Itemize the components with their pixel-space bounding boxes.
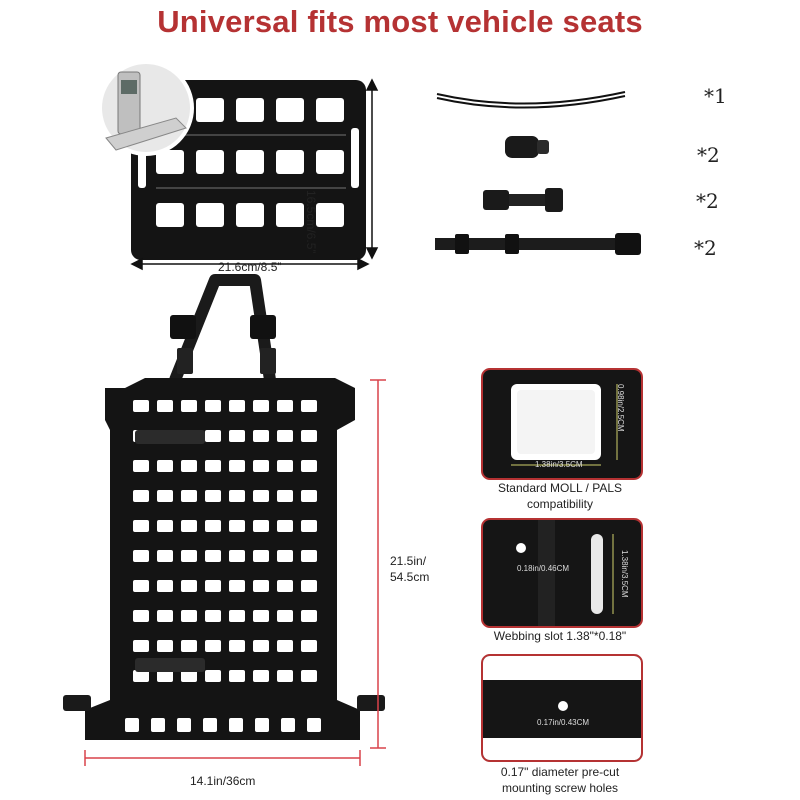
small-panel-height-label: 16.5cm/6.5” xyxy=(304,190,318,254)
large-panel-width-dim xyxy=(84,750,361,766)
molle-height-label: 0.98in/2.5CM xyxy=(616,384,625,432)
accessory-qty-cord-lock: *2 xyxy=(697,143,720,167)
small-panel-width-label: 21.6cm/8.5” xyxy=(218,260,282,274)
caption-screw-hole: 0.17" diameter pre-cut mounting screw ho… xyxy=(500,765,620,795)
bungee-cord-icon xyxy=(436,91,626,109)
adjustable-strap-icon xyxy=(435,233,641,255)
detail-card-molle: 1.38in/3.5CM 0.98in/2.5CM xyxy=(481,368,643,480)
large-panel-height-dim xyxy=(370,379,386,749)
large-panel-height-line2: 54.5cm xyxy=(390,570,430,584)
caption-webbing-slot: Webbing slot 1.38"*0.18" xyxy=(493,629,627,643)
detail-card-screw-hole: 0.17in/0.43CM xyxy=(481,654,643,762)
webbing-slot-width-label: 0.18in/0.46CM xyxy=(517,564,570,573)
large-panel-slots xyxy=(125,400,321,732)
detail-card-webbing-slot: 0.18in/0.46CM 1.38in/3.5CM xyxy=(481,518,643,628)
buckle-strap-icon xyxy=(483,188,563,212)
small-panel-figure xyxy=(98,60,379,271)
large-panel-height-line1: 21.5in/ xyxy=(390,554,427,568)
caption-molle: Standard MOLL / PALS compatibility xyxy=(497,481,623,511)
accessory-qty-buckle: *2 xyxy=(696,189,719,213)
mounting-hole-label: 0.17in/0.43CM xyxy=(537,718,590,727)
screw-hole-icon xyxy=(516,543,526,553)
top-strap-icon xyxy=(169,274,276,383)
webbing-slot-icon xyxy=(591,534,603,614)
accessories-figure xyxy=(435,91,641,255)
accessory-qty-strap: *2 xyxy=(694,236,717,260)
cord-lock-icon xyxy=(505,136,549,158)
small-panel-dashes xyxy=(156,134,346,189)
large-panel-figure xyxy=(63,274,385,766)
mounting-hole-icon xyxy=(558,701,568,711)
small-panel-dim-lines xyxy=(130,78,379,271)
accessory-qty-bungee: *1 xyxy=(704,84,727,108)
webbing-slot-length-label: 1.38in/3.5CM xyxy=(620,550,629,598)
small-panel-slots xyxy=(138,98,359,227)
molle-width-label: 1.38in/3.5CM xyxy=(535,460,583,469)
large-panel xyxy=(85,378,360,740)
large-panel-width-label: 14.1in/36cm xyxy=(190,774,256,788)
velcro-strap-lower xyxy=(135,658,205,672)
side-strap-left xyxy=(63,695,91,711)
velcro-strap-upper xyxy=(135,430,205,444)
page-title: Universal fits most vehicle seats xyxy=(157,4,643,39)
